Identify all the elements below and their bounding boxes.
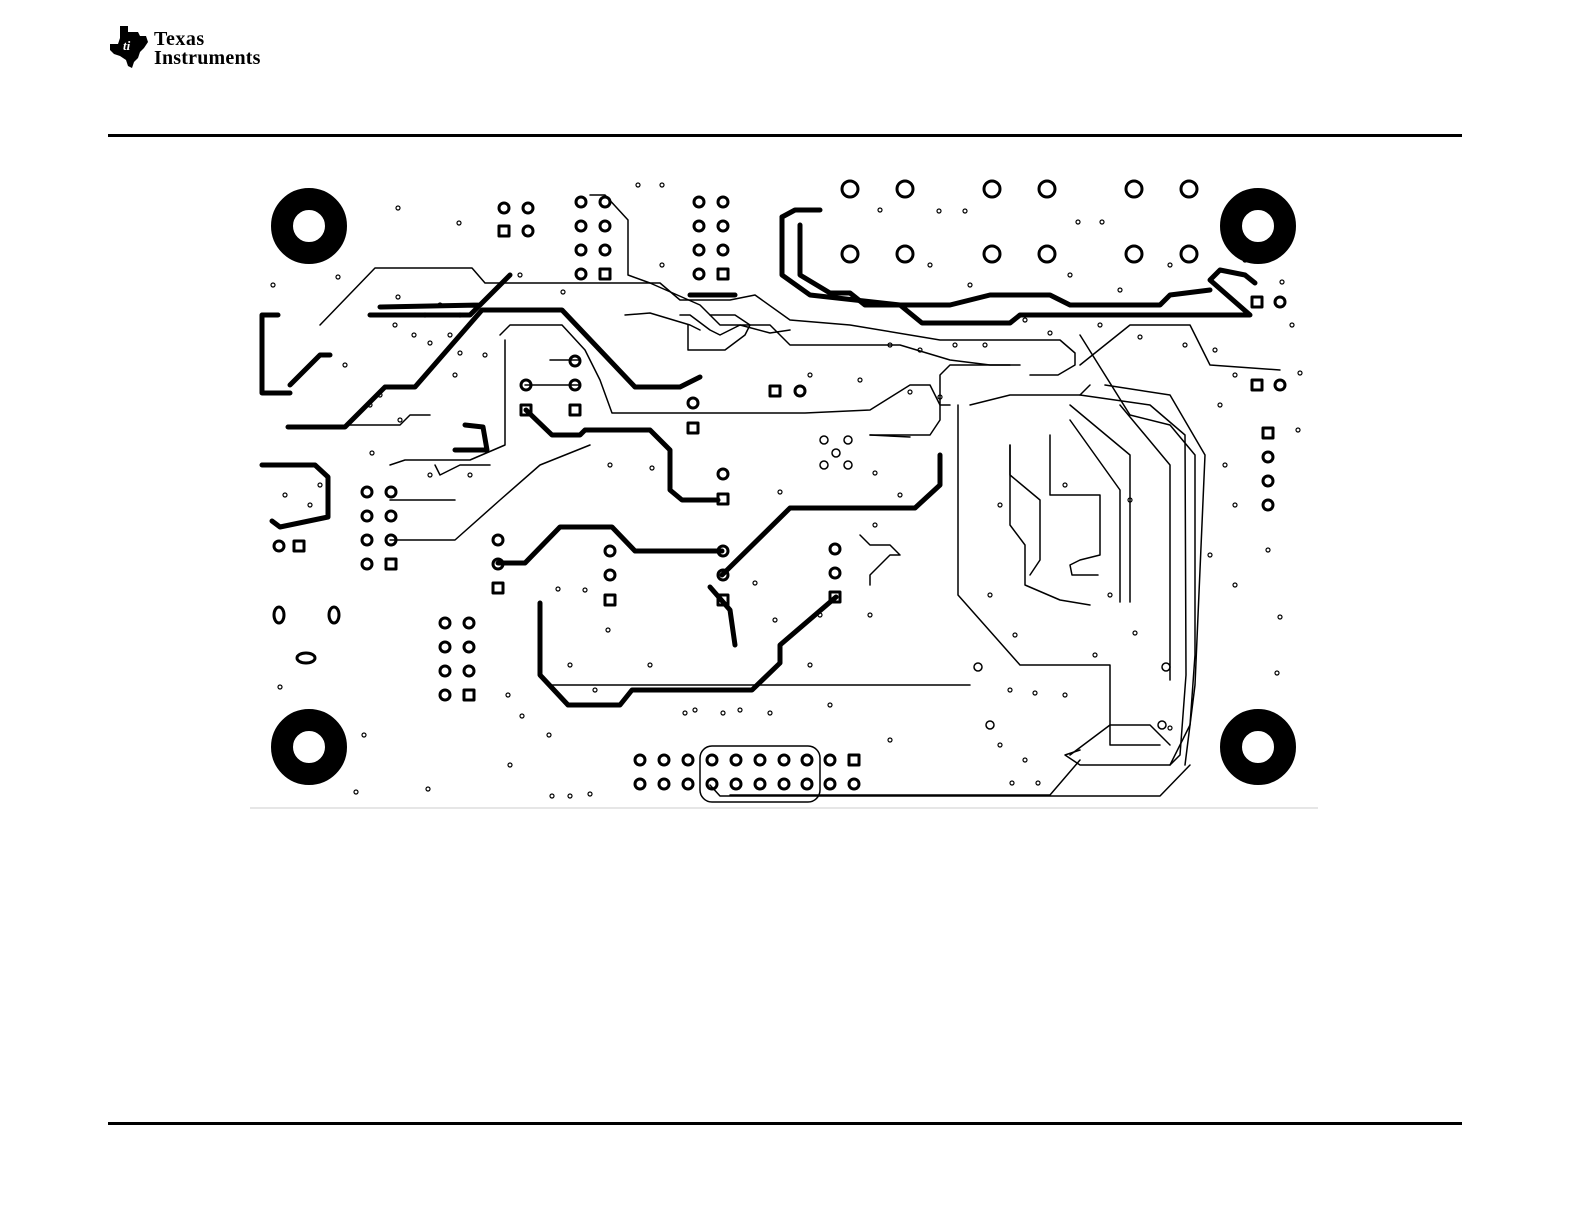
mounting-holes	[282, 199, 1285, 774]
texas-instruments-logo: ti Texas Instruments	[108, 24, 298, 70]
logo-wordmark: Texas Instruments	[154, 30, 261, 68]
footer-rule	[108, 1122, 1462, 1125]
svg-text:ti: ti	[123, 38, 131, 53]
ti-state-icon: ti	[108, 24, 152, 70]
logo-line-2: Instruments	[154, 49, 261, 68]
header-rule	[108, 134, 1462, 137]
pcb-artwork	[250, 165, 1318, 810]
pcb-layout-figure	[250, 165, 1318, 810]
